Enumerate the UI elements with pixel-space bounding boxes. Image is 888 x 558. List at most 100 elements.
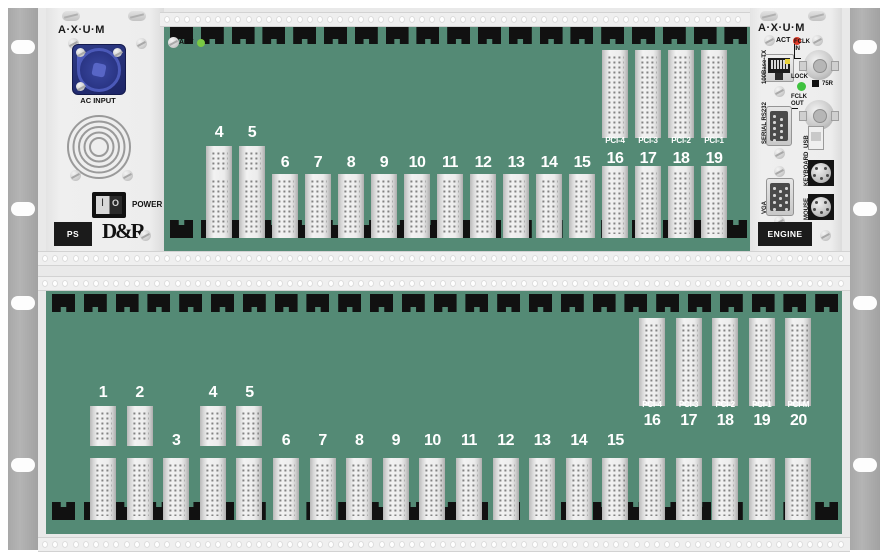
slot-connector[interactable] [749, 458, 775, 520]
panel-screw[interactable] [774, 86, 785, 97]
slot-connector[interactable] [310, 458, 336, 520]
panel-screw[interactable] [820, 230, 831, 241]
slot-connector[interactable] [602, 50, 628, 138]
slot-connector[interactable] [456, 458, 482, 520]
ac-input-connector[interactable] [72, 44, 126, 95]
slot-connector-upper[interactable] [90, 406, 116, 446]
slot-connector[interactable] [346, 458, 372, 520]
slot-connector[interactable] [701, 50, 727, 138]
fclk-out-leader [791, 108, 798, 119]
mouse-port[interactable] [808, 194, 834, 220]
slot-connector[interactable] [676, 458, 702, 520]
termination-switch[interactable] [812, 80, 819, 87]
rack-mount-slot [11, 40, 35, 54]
panel-screw[interactable] [808, 11, 826, 21]
slot-connector[interactable] [785, 458, 811, 520]
panel-screw[interactable] [774, 166, 785, 177]
slot-number: 1 [84, 384, 122, 402]
slot-number: 16 [633, 412, 671, 430]
panel-screw[interactable] [812, 35, 823, 46]
link-led [785, 59, 790, 64]
slot-connector[interactable] [602, 458, 628, 520]
slot-number: 19 [743, 412, 781, 430]
slot-connector[interactable] [206, 174, 232, 238]
slot-connector[interactable] [338, 174, 364, 238]
slot-connector[interactable] [383, 458, 409, 520]
slot-number: 17 [670, 412, 708, 430]
ethernet-port[interactable] [764, 54, 794, 82]
slot-connector[interactable] [470, 174, 496, 238]
slot-connector[interactable] [635, 50, 661, 138]
slot-connector[interactable] [273, 458, 299, 520]
slot-connector-upper[interactable] [206, 146, 232, 174]
axum-brand-logo: A·X·U·M [58, 24, 105, 36]
slot-connector-upper[interactable] [239, 146, 265, 174]
slot-connector[interactable] [602, 166, 628, 238]
slot-connector[interactable] [371, 174, 397, 238]
panel-screw[interactable] [140, 230, 151, 241]
panel-screw[interactable] [136, 38, 147, 49]
slot-connector[interactable] [639, 318, 665, 406]
vga-port[interactable] [766, 178, 794, 216]
usb-port[interactable] [808, 126, 824, 150]
slot-connector[interactable] [668, 50, 694, 138]
slot-connector[interactable] [569, 174, 595, 238]
engine-act-label: ACT [776, 37, 790, 44]
slot-connector[interactable] [635, 166, 661, 238]
slot-connector[interactable] [668, 166, 694, 238]
rack-mount-slot [853, 458, 877, 472]
engine-module-panel: A·X·U·M ACT 100Base-TX FCLK [750, 8, 842, 264]
slot-connector[interactable] [503, 174, 529, 238]
rack-mount-slot [11, 458, 35, 472]
panel-screw[interactable] [70, 170, 81, 181]
keyboard-port[interactable] [808, 160, 834, 186]
slot-connector[interactable] [200, 458, 226, 520]
slot-connector-upper[interactable] [236, 406, 262, 446]
power-switch[interactable] [92, 192, 126, 218]
rack-mount-slot [853, 40, 877, 54]
slot-connector[interactable] [419, 458, 445, 520]
serial-port[interactable] [766, 106, 792, 146]
panel-screw[interactable] [760, 11, 778, 21]
slot-connector[interactable] [785, 318, 811, 406]
rack-mount-slot [853, 296, 877, 310]
pci-slot-label: PCI-1 [743, 400, 781, 409]
panel-screw[interactable] [774, 148, 785, 159]
slot-connector[interactable] [127, 458, 153, 520]
slot-connector[interactable] [712, 458, 738, 520]
slot-connector[interactable] [272, 174, 298, 238]
panel-screw[interactable] [764, 35, 775, 46]
slot-connector[interactable] [236, 458, 262, 520]
slot-connector[interactable] [639, 458, 665, 520]
slot-connector[interactable] [712, 318, 738, 406]
panel-screw[interactable] [122, 170, 133, 181]
slot-connector[interactable] [404, 174, 430, 238]
slot-connector[interactable] [90, 458, 116, 520]
slot-connector-upper[interactable] [127, 406, 153, 446]
slot-connector[interactable] [529, 458, 555, 520]
panel-screw[interactable] [128, 11, 146, 21]
ps-module-tag: PS [54, 222, 92, 246]
slot-number: 18 [706, 412, 744, 430]
slot-connector[interactable] [493, 458, 519, 520]
ps-module-panel: A·X·U·M AC INPUT [46, 8, 164, 264]
slot-connector[interactable] [676, 318, 702, 406]
slot-number: 6 [267, 432, 305, 450]
slot-connector[interactable] [566, 458, 592, 520]
slot-connector-upper[interactable] [200, 406, 226, 446]
slot-connector[interactable] [305, 174, 331, 238]
panel-screw[interactable] [62, 11, 80, 21]
slot-connector[interactable] [701, 166, 727, 238]
slot-connector[interactable] [163, 458, 189, 520]
ac-input-key [91, 62, 106, 77]
fclk-in-bnc-connector[interactable] [804, 50, 834, 80]
dnr-logo: D&R [102, 219, 144, 244]
slot-connector[interactable] [239, 174, 265, 238]
slot-number: 15 [596, 432, 634, 450]
slot-number: 4 [194, 384, 232, 402]
slot-connector[interactable] [437, 174, 463, 238]
slot-connector[interactable] [536, 174, 562, 238]
slot-connector[interactable] [749, 318, 775, 406]
panel-screw[interactable] [168, 37, 179, 48]
slot-number: 2 [121, 384, 159, 402]
